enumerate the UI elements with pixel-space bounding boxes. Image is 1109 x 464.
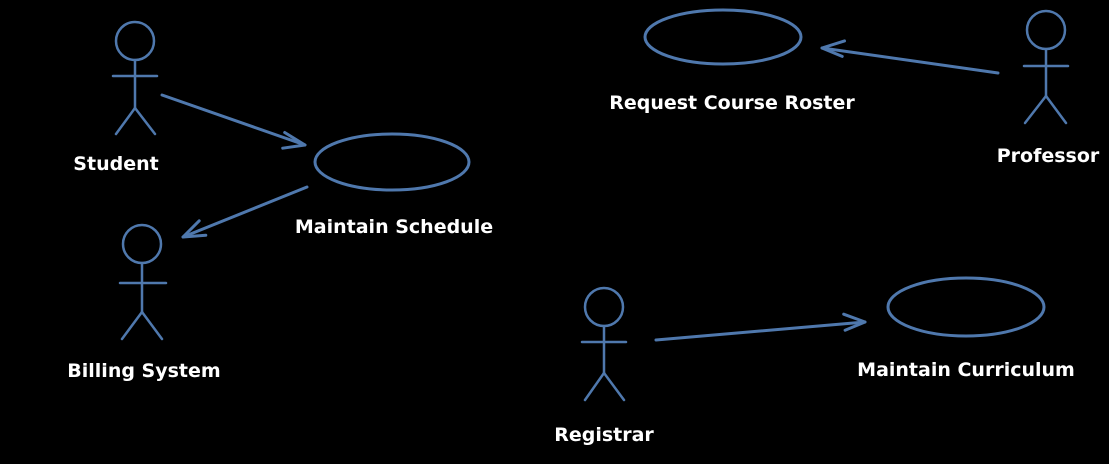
use-case-maintain-schedule-label: Maintain Schedule (295, 216, 493, 238)
association-professor-request-course-roster (820, 39, 1000, 75)
use-case-maintain-curriculum-ellipse (886, 276, 1046, 338)
actor-professor: Professor (997, 9, 1100, 167)
use-case-maintain-curriculum: Maintain Curriculum (857, 276, 1075, 381)
actor-registrar-figure (580, 286, 628, 402)
use-case-request-course-roster-label: Request Course Roster (609, 92, 855, 114)
use-case-maintain-schedule-ellipse (313, 132, 471, 192)
use-case-maintain-schedule: Maintain Schedule (295, 132, 493, 238)
actor-registrar-label: Registrar (554, 424, 654, 446)
association-student-maintain-schedule (160, 93, 307, 150)
use-case-maintain-curriculum-label: Maintain Curriculum (857, 359, 1075, 381)
actor-professor-label: Professor (997, 145, 1100, 167)
use-case-request-course-roster: Request Course Roster (609, 8, 855, 114)
use-case-request-course-roster-ellipse (643, 8, 803, 66)
actor-student: Student (73, 20, 159, 175)
actor-registrar: Registrar (554, 286, 654, 446)
association-maintain-schedule-billing-system (181, 185, 309, 239)
actor-professor-figure (1022, 9, 1070, 125)
actor-billing-system-figure (118, 223, 168, 341)
association-registrar-maintain-curriculum (654, 312, 867, 342)
actor-student-figure (111, 20, 159, 136)
actor-billing-system-label: Billing System (67, 360, 220, 382)
actor-billing-system: Billing System (67, 223, 221, 382)
actor-student-label: Student (73, 153, 158, 175)
